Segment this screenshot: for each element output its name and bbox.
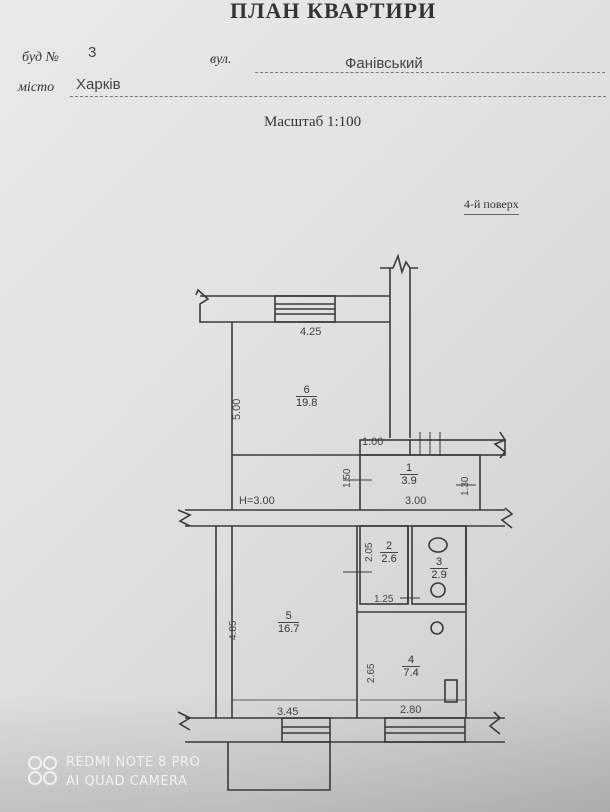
room-5-label: 5 16.7 <box>278 610 300 635</box>
page-title: ПЛАН КВАРТИРИ <box>230 0 437 23</box>
building-label: буд № <box>22 50 59 65</box>
bottom-window-right <box>384 717 466 743</box>
room-1-label: 1 3.9 <box>400 462 419 487</box>
dim-room2-length: 2.05 <box>364 542 375 562</box>
bottom-window-left <box>281 717 331 743</box>
room-6-label: 6 19.8 <box>296 384 318 409</box>
dim-room5-length: 4.85 <box>228 620 239 640</box>
city-underline <box>70 96 606 97</box>
room-2-number: 2 <box>380 540 399 553</box>
room-5-area: 16.7 <box>278 623 300 635</box>
city-name: Харків <box>76 76 121 93</box>
wall-break-mark <box>380 253 418 275</box>
radiator-fixture <box>444 679 458 703</box>
toilet-fixture <box>430 582 446 598</box>
top-wall <box>195 288 390 323</box>
sink-fixture <box>428 537 448 553</box>
dim-room1-depth: 1.30 <box>460 476 471 496</box>
street-name: Фанівський <box>345 55 423 72</box>
dim-ceiling-height: H=3.00 <box>239 495 275 507</box>
room-1-area: 3.9 <box>401 475 417 487</box>
camera-logo-icon <box>28 756 57 785</box>
room-2-area: 2.6 <box>381 553 397 565</box>
dim-room4-length: 2.65 <box>366 663 377 683</box>
scale-label: Масштаб 1:100 <box>264 114 362 130</box>
room-6-number: 6 <box>296 384 318 397</box>
room-3-area: 2.9 <box>431 569 447 581</box>
street-underline <box>255 72 605 73</box>
city-label: місто <box>18 80 55 95</box>
dim-room6-length: 5.00 <box>231 398 243 420</box>
room-1-number: 1 <box>400 462 419 475</box>
room-4-number: 4 <box>402 654 421 667</box>
room-5-number: 5 <box>278 610 300 623</box>
dim-corridor-width: 1.00 <box>362 436 384 448</box>
stove-fixture <box>430 621 444 635</box>
room-6-area: 19.8 <box>296 397 318 409</box>
dim-wall-length: 3.00 <box>405 495 427 507</box>
dim-bottom-left: 3.45 <box>277 706 299 718</box>
watermark-model: REDMI NOTE 8 PRO <box>66 755 201 770</box>
paper-shadow <box>0 692 610 812</box>
room-3-label: 3 2.9 <box>430 556 449 581</box>
dim-bottom-right: 2.80 <box>400 704 422 716</box>
room-4-label: 4 7.4 <box>402 654 421 679</box>
balcony <box>227 742 331 791</box>
floor-label: 4-й поверх <box>464 197 519 215</box>
building-number: 3 <box>88 44 97 61</box>
watermark-camera: AI QUAD CAMERA <box>66 774 188 789</box>
street-label: вул. <box>210 52 232 67</box>
dim-room6-width: 4.25 <box>300 326 322 338</box>
dim-room1-height: 1.50 <box>342 468 353 488</box>
dim-room2-width: 1.25 <box>374 594 394 605</box>
room-4-area: 7.4 <box>403 667 419 679</box>
room-2-label: 2 2.6 <box>380 540 399 565</box>
room-3-number: 3 <box>430 556 449 569</box>
